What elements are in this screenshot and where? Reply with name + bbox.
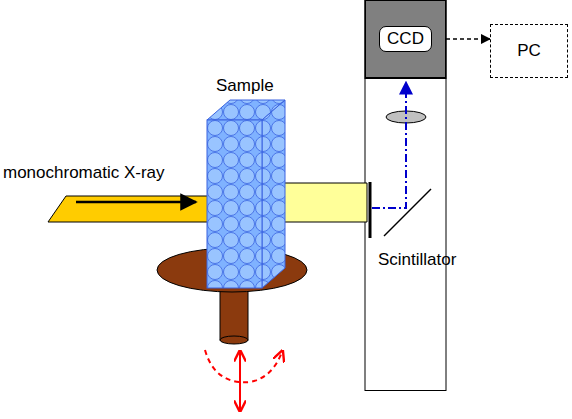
data-link <box>446 38 490 40</box>
light-path <box>372 82 406 208</box>
node-text: PC <box>517 41 541 61</box>
stage-shaft-end <box>220 336 248 344</box>
mirror <box>384 189 431 236</box>
translation-arrow <box>239 352 241 410</box>
sample-label: Sample <box>216 76 274 96</box>
beam-label: monochromatic X-ray <box>3 163 165 183</box>
computer-box: PC <box>490 24 568 78</box>
ccd-camera: CCD <box>365 0 446 78</box>
incident-beam <box>48 196 212 222</box>
sample-front <box>207 120 262 288</box>
scintillator <box>369 182 372 238</box>
rotation-arrow <box>205 350 282 382</box>
scintillator-label: Scintillator <box>378 250 456 270</box>
detector-housing <box>365 1 446 391</box>
sample-side <box>262 100 285 288</box>
node-text: CCD <box>379 26 432 52</box>
ccd-housing <box>365 1 446 79</box>
beam-arrow <box>76 201 196 204</box>
